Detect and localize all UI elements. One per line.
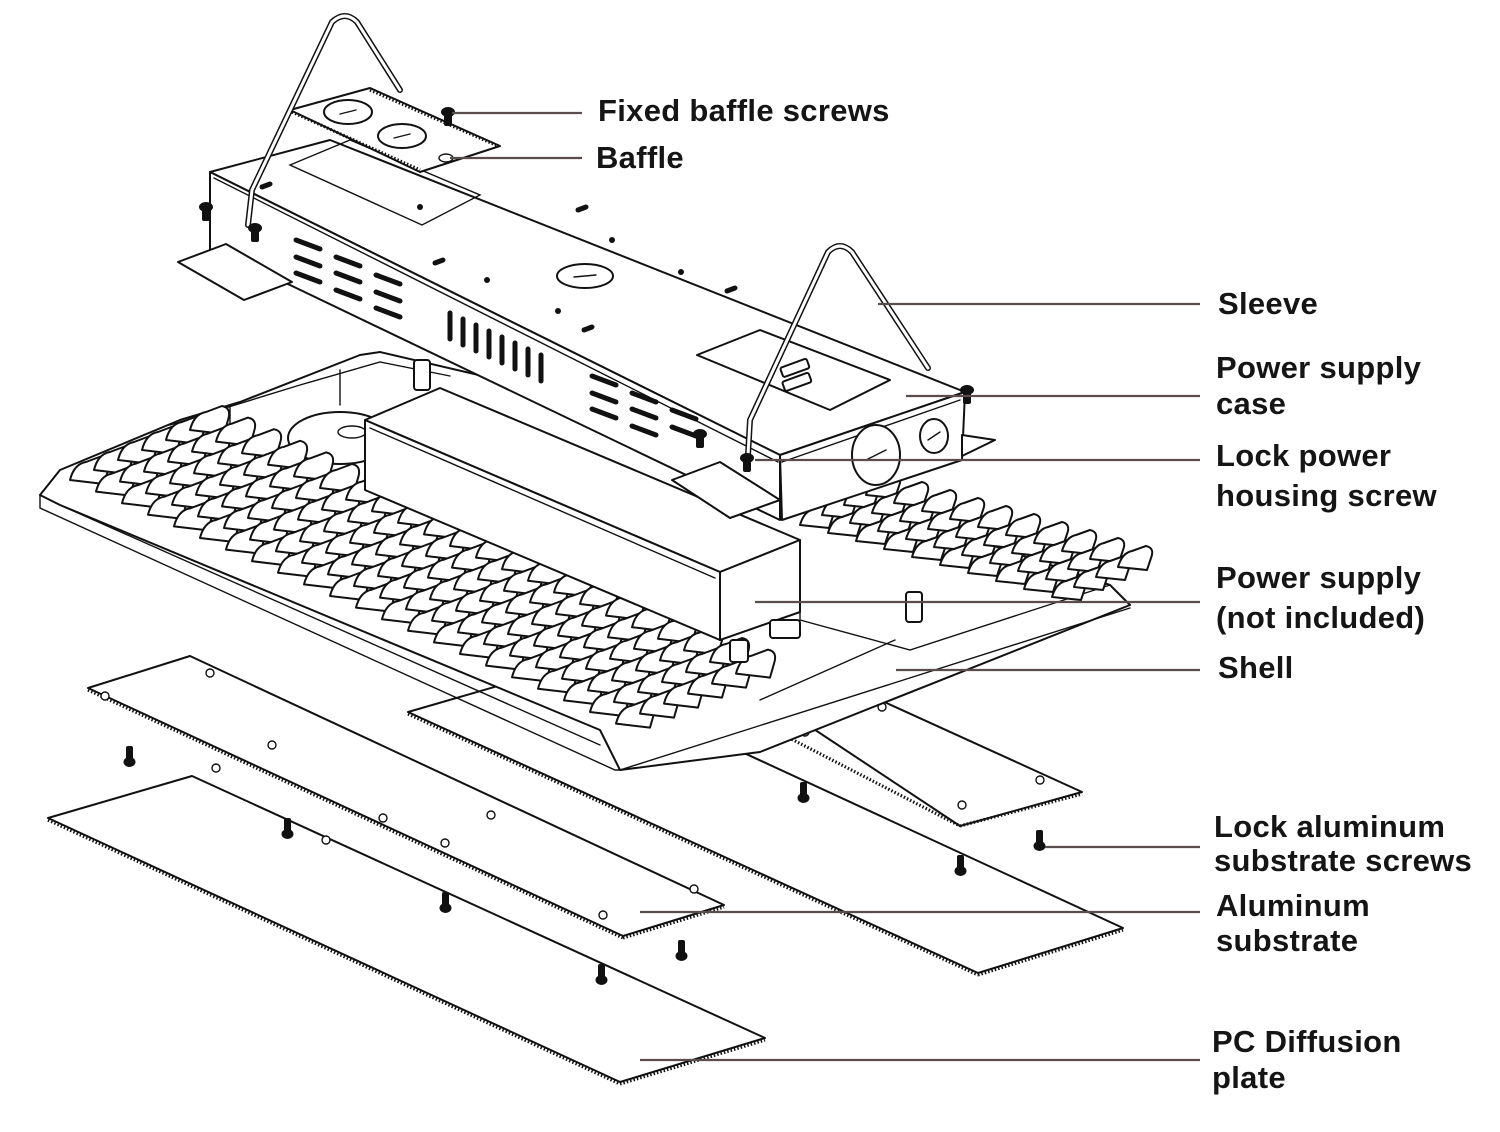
vent-slot bbox=[589, 373, 619, 388]
screw-icon bbox=[954, 855, 967, 876]
screw-icon bbox=[199, 202, 213, 221]
fin bbox=[267, 439, 309, 470]
fin bbox=[1117, 545, 1154, 571]
fin bbox=[949, 497, 986, 523]
label-fixed-baffle-screws: Fixed baffle screws bbox=[598, 93, 890, 129]
label-line: Fixed baffle screws bbox=[598, 93, 890, 128]
label-line: housing screw bbox=[1216, 478, 1437, 513]
fin bbox=[735, 648, 777, 679]
screw-icon bbox=[441, 107, 455, 126]
label-aluminum-substrate: Aluminum substrate bbox=[1216, 888, 1370, 958]
label-shell: Shell bbox=[1218, 650, 1294, 686]
label-line: PC Diffusion bbox=[1212, 1024, 1402, 1059]
label-pc-diffusion-plate: PC Diffusion plate bbox=[1212, 1024, 1402, 1096]
case-screws bbox=[199, 107, 974, 472]
screw-icon bbox=[123, 746, 136, 767]
label-sleeve: Sleeve bbox=[1218, 286, 1318, 322]
leader-lines bbox=[450, 111, 1200, 1062]
label-power-supply: Power supply (not included) bbox=[1216, 558, 1425, 638]
label-power-supply-case: Power supply case bbox=[1216, 350, 1421, 422]
baffle-part bbox=[289, 87, 501, 173]
fin bbox=[1033, 521, 1070, 547]
screw-icon bbox=[1033, 830, 1046, 851]
label-line: plate bbox=[1212, 1060, 1286, 1095]
vent-slot bbox=[373, 272, 403, 287]
label-lock-aluminum-substrate-screws: Lock aluminum substrate screws bbox=[1214, 810, 1472, 878]
fin bbox=[215, 416, 257, 447]
fin bbox=[319, 463, 361, 493]
fin bbox=[189, 405, 231, 435]
label-baffle: Baffle bbox=[596, 140, 684, 176]
substrate-screws bbox=[123, 746, 1046, 985]
power-supply-case-part bbox=[177, 139, 996, 521]
label-line: Shell bbox=[1218, 650, 1294, 685]
vent-slot bbox=[333, 287, 363, 302]
vent-slot bbox=[589, 390, 619, 405]
label-line: (not included) bbox=[1216, 600, 1426, 635]
vent-slot bbox=[333, 254, 363, 269]
screw-icon bbox=[740, 453, 754, 472]
vent-slot bbox=[629, 423, 659, 438]
case-vents bbox=[293, 237, 699, 439]
label-line: Sleeve bbox=[1218, 286, 1319, 321]
vent-slot bbox=[373, 289, 403, 304]
aluminum-substrate-left-part bbox=[87, 655, 725, 940]
label-lock-power-housing-screw: Lock power housing screw bbox=[1216, 436, 1437, 516]
fin bbox=[1061, 529, 1098, 555]
fin bbox=[893, 481, 930, 507]
vent-slot bbox=[333, 270, 363, 285]
label-line: Aluminum bbox=[1216, 888, 1370, 923]
vent-slot bbox=[629, 390, 659, 405]
label-line: Power supply bbox=[1216, 560, 1422, 595]
label-line: substrate bbox=[1216, 923, 1359, 958]
screw-icon bbox=[248, 223, 262, 242]
vent-slot bbox=[293, 254, 323, 269]
fin bbox=[1005, 513, 1042, 539]
screw-icon bbox=[439, 892, 452, 913]
vent-slot bbox=[293, 237, 323, 252]
power-supply-part bbox=[364, 387, 801, 663]
vent-slot bbox=[669, 407, 699, 422]
pc-diffusion-plate-part bbox=[47, 775, 766, 1086]
fin bbox=[1089, 537, 1126, 563]
screw-icon bbox=[693, 429, 707, 448]
fin bbox=[241, 428, 283, 459]
fin bbox=[977, 505, 1014, 531]
label-line: Lock power bbox=[1216, 438, 1392, 473]
label-line: Power supply bbox=[1216, 350, 1422, 385]
shell-fins-left bbox=[69, 405, 777, 729]
vent-slot bbox=[629, 406, 659, 421]
label-line: case bbox=[1216, 386, 1287, 421]
fin bbox=[921, 489, 958, 515]
screw-icon bbox=[675, 940, 688, 961]
fin bbox=[293, 451, 335, 482]
label-line: substrate screws bbox=[1214, 843, 1473, 878]
vent-slot bbox=[669, 424, 699, 439]
screw-icon bbox=[595, 964, 608, 985]
label-line: Baffle bbox=[596, 140, 684, 175]
label-line: Lock aluminum bbox=[1214, 809, 1446, 844]
screw-icon bbox=[281, 818, 294, 839]
sleeve-part bbox=[245, 13, 931, 458]
vent-slot bbox=[373, 305, 403, 320]
vent-slot bbox=[293, 270, 323, 285]
vent-slot bbox=[589, 406, 619, 421]
screw-icon bbox=[797, 782, 810, 803]
